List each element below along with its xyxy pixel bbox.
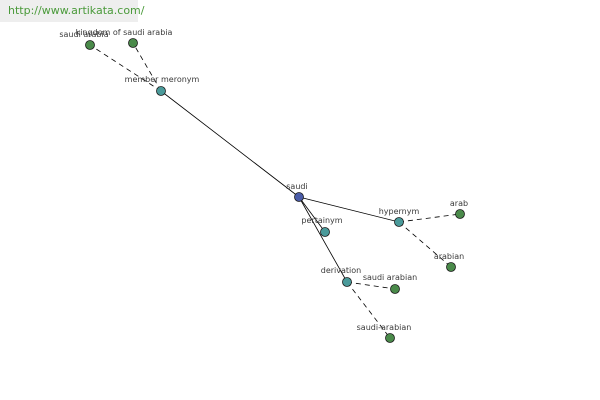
label-arabian: arabian xyxy=(434,252,464,261)
node-saudi-arabian[interactable] xyxy=(390,284,400,294)
node-saudi-arabian-hyphen[interactable] xyxy=(385,333,395,343)
edge-member-meronym-kingdom xyxy=(132,42,162,92)
label-derivation: derivation xyxy=(321,266,361,275)
node-pertainym[interactable] xyxy=(320,227,330,237)
edge-saudi-derivation xyxy=(298,196,348,283)
edge-derivation-saudi-arabian xyxy=(346,281,396,290)
edge-hypernym-arabian xyxy=(398,221,452,268)
node-kingdom-of-saudi-arabia[interactable] xyxy=(128,38,138,48)
label-kingdom-of-saudi-arabia: kingdom of saudi arabia xyxy=(76,28,173,37)
node-derivation[interactable] xyxy=(342,277,352,287)
label-saudi-arabia: saudi arabia xyxy=(59,30,108,39)
node-saudi[interactable] xyxy=(294,192,304,202)
label-saudi-arabian-hyphen: saudi-arabian xyxy=(357,323,412,332)
label-member-meronym: member meronym xyxy=(125,75,200,84)
node-arab[interactable] xyxy=(455,209,465,219)
edge-hypernym-arab xyxy=(398,213,461,223)
edge-member-meronym-saudi-arabia xyxy=(89,44,162,92)
node-member-meronym[interactable] xyxy=(156,86,166,96)
edge-saudi-member-meronym xyxy=(160,90,300,198)
label-arab: arab xyxy=(450,199,468,208)
node-arabian[interactable] xyxy=(446,262,456,272)
node-saudi-arabia[interactable] xyxy=(85,40,95,50)
node-hypernym[interactable] xyxy=(394,217,404,227)
label-hypernym: hypernym xyxy=(379,207,420,216)
edge-saudi-hypernym xyxy=(298,196,400,223)
website-watermark[interactable]: http://www.artikata.com/ xyxy=(0,0,144,22)
label-pertainym: pertainym xyxy=(301,216,342,225)
label-saudi: saudi xyxy=(286,182,307,191)
edge-derivation-saudi-arabian-hyphen xyxy=(346,281,391,339)
label-saudi-arabian: saudi arabian xyxy=(363,273,417,282)
edge-saudi-pertainym xyxy=(298,196,326,233)
